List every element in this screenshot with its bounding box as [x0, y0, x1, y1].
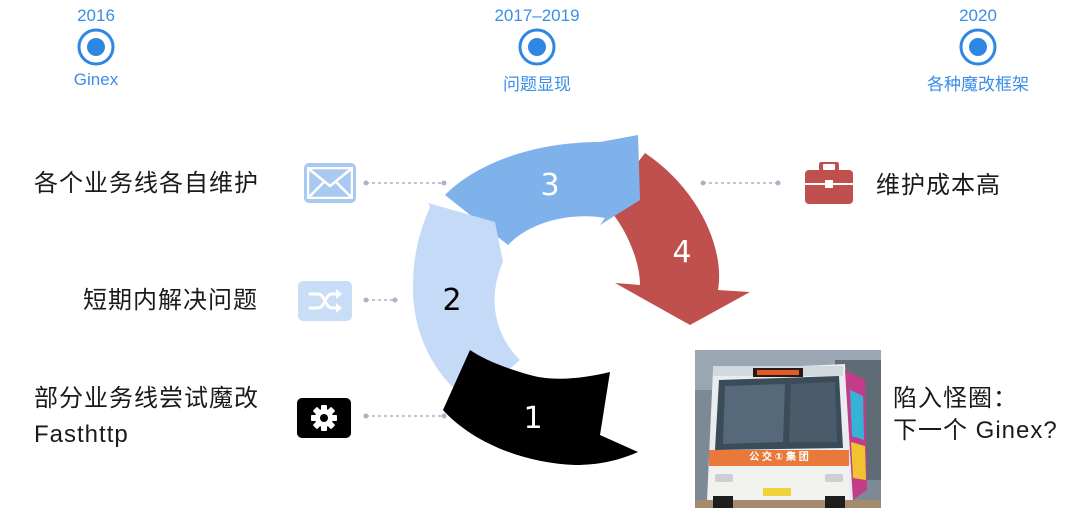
bus-photo: 公 交 ① 集 团 [695, 350, 881, 508]
cycle-diagram: 1 2 3 4 [412, 135, 750, 465]
item-short-term-fix-text: 短期内解决问题 [83, 287, 258, 314]
timeline-year-3: 2020 [959, 6, 997, 25]
timeline-label-3: 各种魔改框架 [927, 75, 1029, 94]
item-maintain-separately-text: 各个业务线各自维护 [34, 170, 259, 197]
cycle-number-3: 3 [540, 168, 559, 203]
timeline-line [12, 28, 1075, 66]
timeline-year-2: 2017–2019 [494, 6, 580, 25]
envelope-icon [304, 163, 356, 203]
cycle-arrow-3 [445, 135, 640, 245]
timeline-year-1: 2016 [77, 6, 115, 25]
bus-sign: 公 交 ① 集 团 [749, 452, 809, 463]
shuffle-icon [298, 281, 352, 321]
timeline-node-2020 [959, 28, 997, 66]
timeline-node-2017-2019 [518, 28, 556, 66]
cycle-arrow-1 [443, 350, 638, 465]
item-try-modify-line1: 部分业务线尝试魔改 [34, 385, 259, 412]
timeline-label-1: Ginex [73, 70, 119, 89]
timeline-label-2: 问题显现 [503, 75, 571, 94]
cycle-number-1: 1 [523, 401, 542, 436]
gear-icon [297, 398, 351, 438]
trap-line1: 陷入怪圈： [893, 385, 1018, 412]
cycle-number-2: 2 [442, 283, 461, 318]
item-try-modify-line2: Fasthttp [34, 421, 129, 448]
cycle-arrow-4 [605, 153, 750, 325]
briefcase-icon [805, 162, 853, 204]
item-high-cost-text: 维护成本高 [876, 172, 1001, 199]
timeline-node-2016 [77, 28, 115, 66]
cycle-arrow-2 [412, 203, 520, 402]
cycle-number-4: 4 [672, 235, 691, 270]
trap-line2: 下一个 Ginex? [893, 417, 1058, 444]
